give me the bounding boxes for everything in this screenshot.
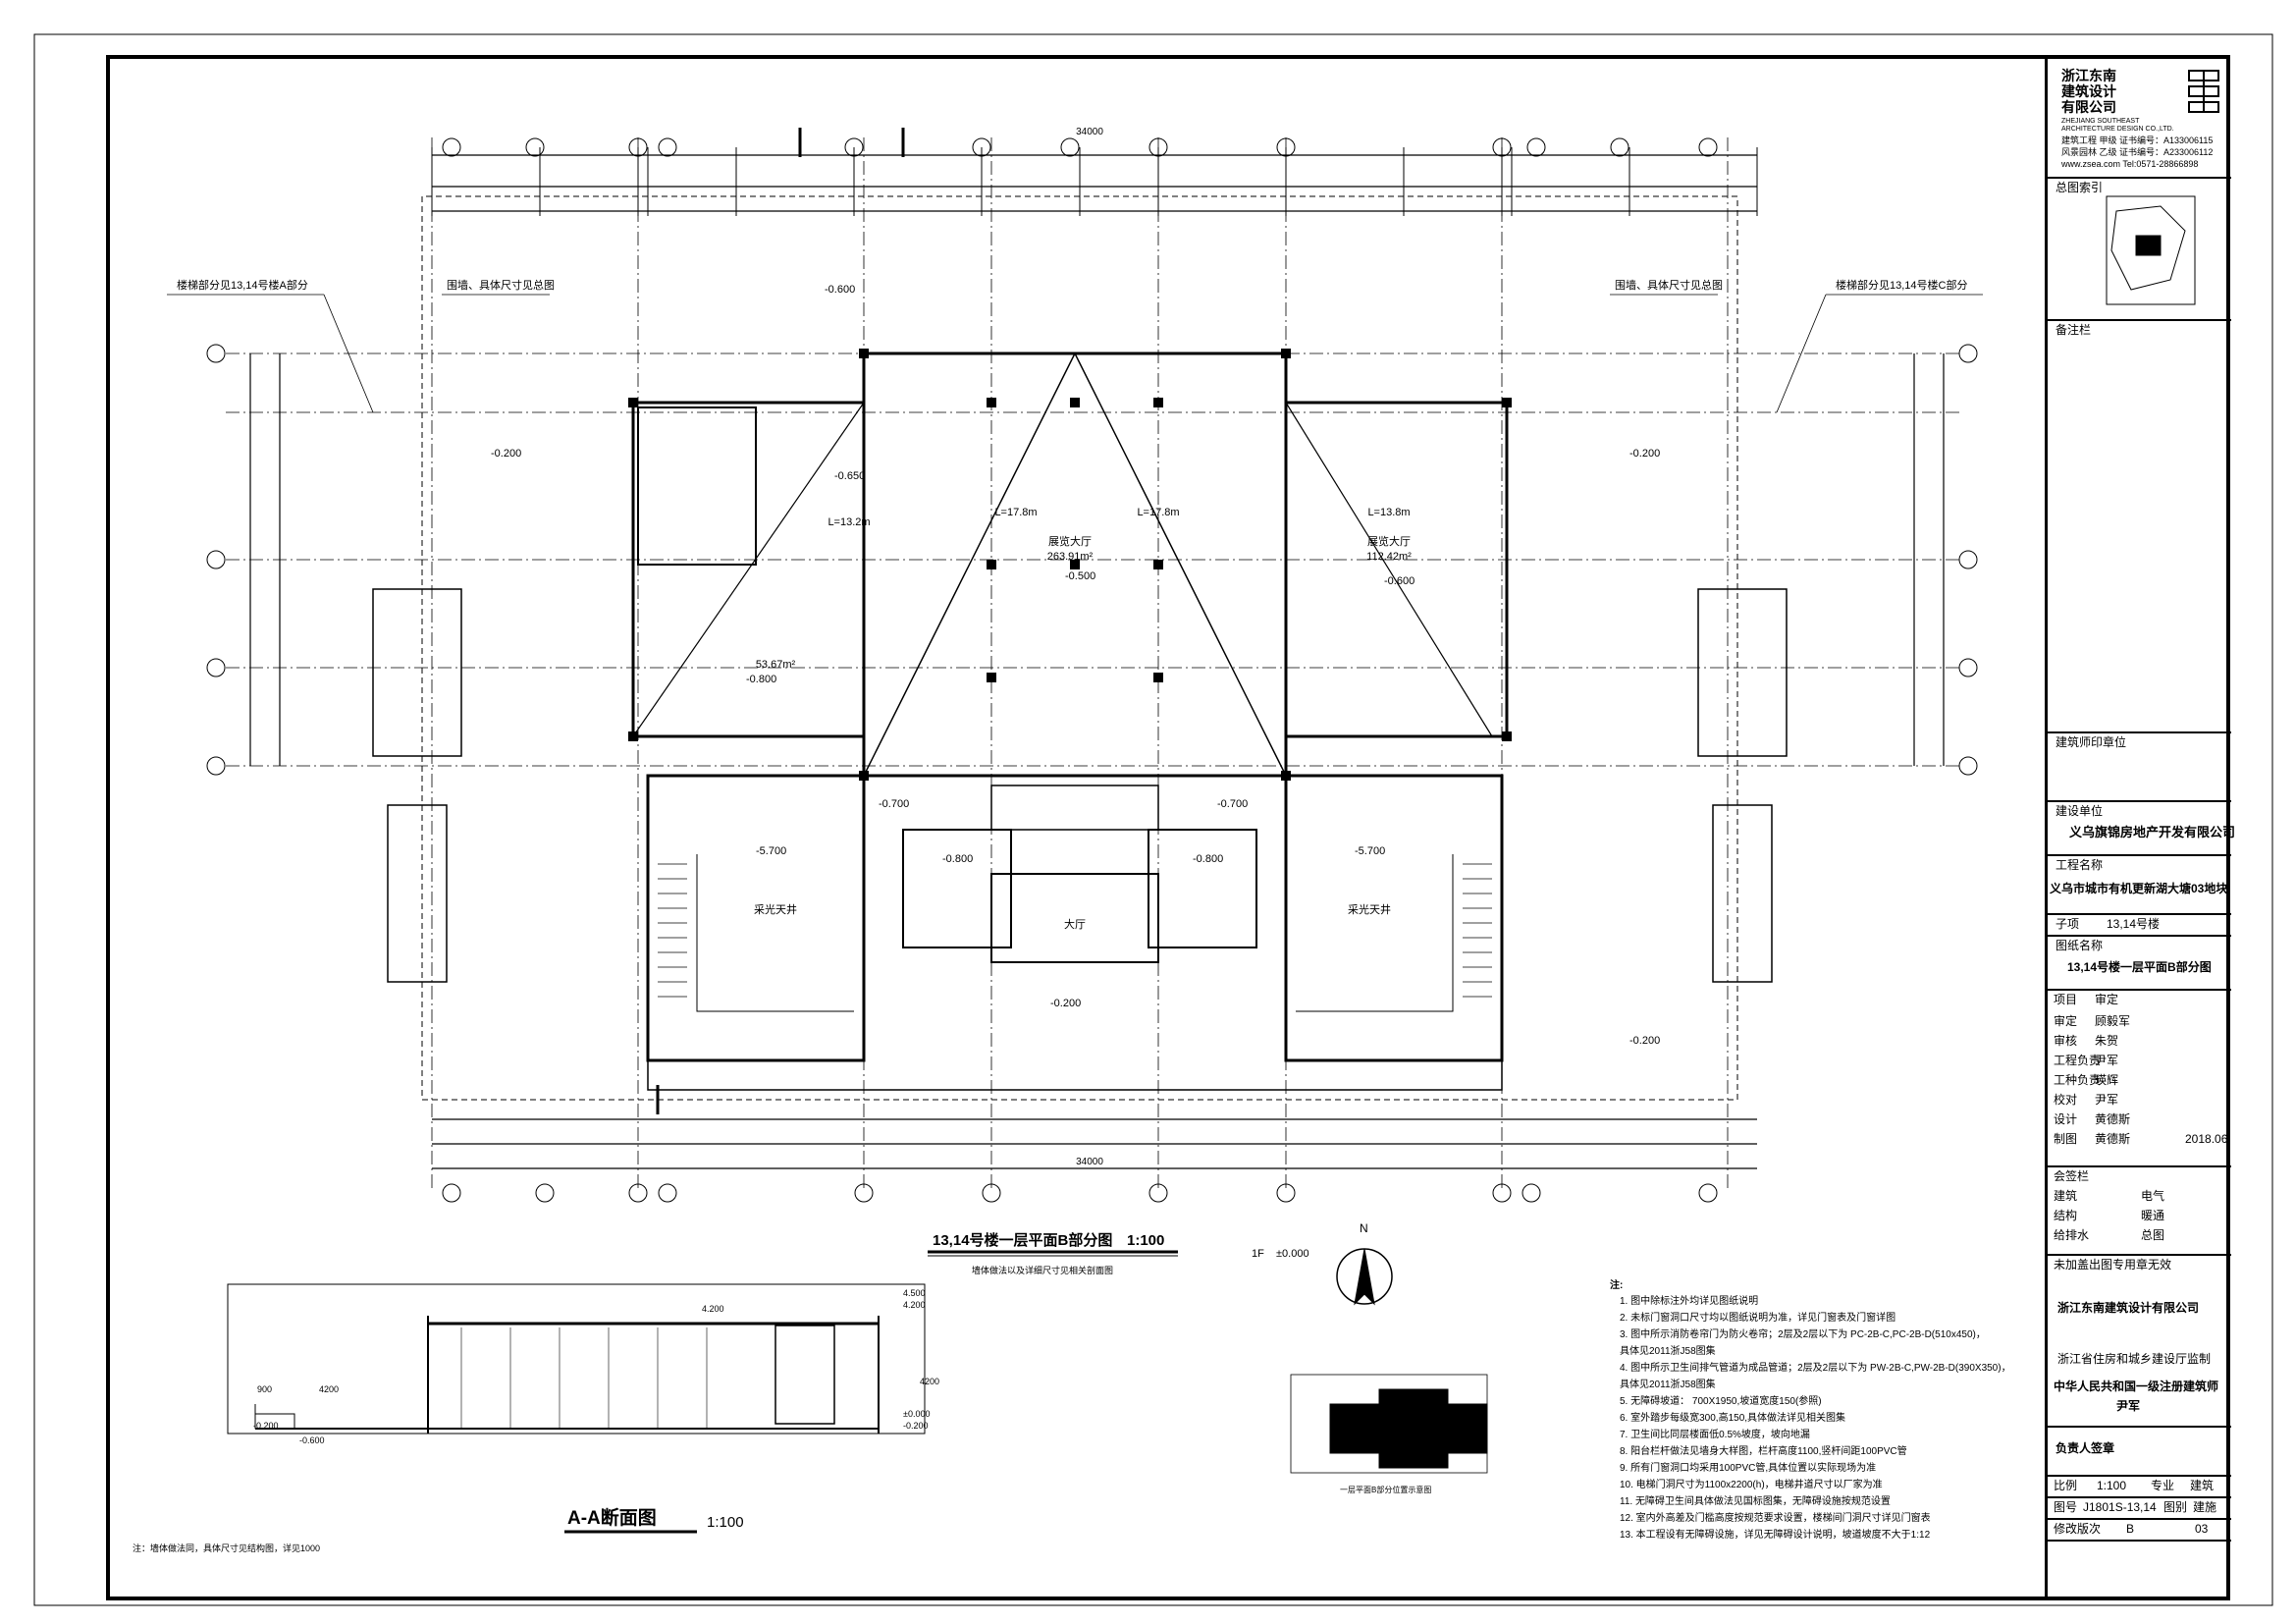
callout-left: 楼梯部分见13,14号楼A部分 xyxy=(177,278,308,292)
svg-text:具体见2011浙J58图集: 具体见2011浙J58图集 xyxy=(1620,1344,1716,1357)
svg-text:5. 无障碍坡道： 700X1950,坡道宽度150(参照): 5. 无障碍坡道： 700X1950,坡道宽度150(参照) xyxy=(1620,1394,1822,1407)
plan-subtitle: 墙体做法以及详细尺寸见相关剖面图 xyxy=(972,1265,1113,1275)
level-5: -5.700 xyxy=(756,845,786,857)
section-title: A-A断面图 xyxy=(567,1506,657,1529)
room-area-right: 112.42m² xyxy=(1366,551,1412,563)
version-row: 修改版次 B 03 xyxy=(2048,1518,2231,1542)
lightwell-right: 采光天井 xyxy=(1348,902,1391,916)
level-13: -5.700 xyxy=(1355,845,1385,857)
callout-wall-left: 围墙、具体尺寸见总图 xyxy=(447,278,555,292)
level-11: -0.600 xyxy=(1384,575,1415,587)
section-footnote: 注：墙体做法同，具体尺寸见结构图，详见1000 xyxy=(133,1543,320,1553)
plan-scale: 1:100 xyxy=(1127,1232,1164,1249)
length-2: L=17.8m xyxy=(1137,507,1179,518)
svg-text:900: 900 xyxy=(257,1384,272,1394)
svg-text:8. 阳台栏杆做法见墙身大样图，栏杆高度1100,竖杆间距1: 8. 阳台栏杆做法见墙身大样图，栏杆高度1100,竖杆间距100PVC管 xyxy=(1620,1444,1907,1457)
level-8: -0.650 xyxy=(834,470,865,482)
key-plan-diagram xyxy=(1290,1374,1488,1474)
svg-text:4.500: 4.500 xyxy=(903,1288,926,1298)
svg-text:注:: 注: xyxy=(1610,1278,1623,1291)
level-9: -0.200 xyxy=(1050,998,1081,1009)
client-cell: 建设单位 义乌旗锦房地产开发有限公司 xyxy=(2048,800,2235,856)
company-logo-icon xyxy=(2188,70,2219,113)
section-drawing xyxy=(227,1283,926,1435)
svg-text:±0.000: ±0.000 xyxy=(903,1409,930,1419)
architect-seal-cell: 建筑师印章位 xyxy=(2048,731,2231,802)
company-block: 浙江东南 建筑设计 有限公司 ZHEJIANG SOUTHEAST ARCHIT… xyxy=(2048,59,2231,179)
level-3: -0.500 xyxy=(1065,570,1095,582)
svg-text:4. 图中所示卫生间排气管道为成品管道；2层及2层以下为 P: 4. 图中所示卫生间排气管道为成品管道；2层及2层以下为 PW-2B-C,PW-… xyxy=(1620,1361,2011,1374)
level-1: -0.200 xyxy=(491,448,521,460)
sheet-border-inner xyxy=(106,55,2230,1600)
length-3: L=13.8m xyxy=(1367,507,1410,518)
room-area-hall: 263.91m² xyxy=(1047,551,1094,563)
level-7: -0.800 xyxy=(942,853,973,865)
svg-text:13. 本工程设有无障碍设施，详见无障碍设计说明，坡道坡度不: 13. 本工程设有无障碍设施，详见无障碍设计说明，坡道坡度不大于1:12 xyxy=(1620,1528,1931,1541)
svg-text:4200: 4200 xyxy=(319,1384,339,1394)
level-12: -0.800 xyxy=(1193,853,1223,865)
total-dim-top: 34000 xyxy=(1076,127,1103,137)
svg-text:具体见2011浙J58图集: 具体见2011浙J58图集 xyxy=(1620,1378,1716,1390)
svg-text:6. 室外踏步每级宽300,高150,具体做法详见相关图集: 6. 室外踏步每级宽300,高150,具体做法详见相关图集 xyxy=(1620,1411,1845,1424)
room-lobby: 大厅 xyxy=(1064,917,1086,931)
level-4: -0.800 xyxy=(746,674,776,685)
lightwell-left: 采光天井 xyxy=(754,902,797,916)
svg-text:-0.200: -0.200 xyxy=(903,1421,929,1431)
total-dim-bottom: 34000 xyxy=(1076,1157,1103,1167)
room-name-hall: 展览大厅 xyxy=(1048,534,1092,548)
callout-right: 楼梯部分见13,14号楼C部分 xyxy=(1836,278,1967,292)
svg-text:-0.600: -0.600 xyxy=(299,1435,325,1445)
plan-title: 13,14号楼一层平面B部分图 xyxy=(933,1231,1112,1249)
signature-table: 项目 审定 审定 顾毅军 审核 朱贺 工程负责 尹军 工种负责 瑛辉 校对 尹军… xyxy=(2048,989,2231,1167)
level-marker-value: ±0.000 xyxy=(1276,1248,1309,1260)
svg-text:3. 图中所示消防卷帘门为防火卷帘；2层及2层以下为 PC-: 3. 图中所示消防卷帘门为防火卷帘；2层及2层以下为 PC-2B-C,PC-2B… xyxy=(1620,1327,1986,1340)
responsible-sign-cell: 负责人签章 xyxy=(2048,1426,2231,1477)
callout-wall-right: 围墙、具体尺寸见总图 xyxy=(1615,278,1723,292)
north-arrow-icon xyxy=(1336,1248,1393,1306)
level-6: -0.700 xyxy=(879,798,909,810)
length-4: L=13.2m xyxy=(828,516,870,528)
key-plan-cell: 总图索引 xyxy=(2048,177,2231,321)
drawing-no-row: 图号 J1801S-13,14 图别 建施 xyxy=(2048,1496,2231,1520)
section-labels: 4.500 4.200 4.200 ±0.000 -0.200 -0.600 -… xyxy=(253,1288,939,1445)
svg-text:4.200: 4.200 xyxy=(702,1304,724,1314)
level-15: -0.200 xyxy=(1629,1035,1660,1047)
drawing-name-cell: 图纸名称 13,14号楼一层平面B部分图 xyxy=(2048,935,2231,991)
level-marker-label: 1F xyxy=(1252,1248,1264,1260)
project-cell: 工程名称 义乌市城市有机更新湖大塘03地块 xyxy=(2048,854,2231,915)
svg-text:4200: 4200 xyxy=(920,1377,939,1386)
svg-text:12. 室内外高差及门槛高度按规范要求设置，楼梯间门洞尺寸详: 12. 室内外高差及门槛高度按规范要求设置，楼梯间门洞尺寸详见门窗表 xyxy=(1620,1511,1931,1524)
plan-labels: 263.91m² 展览大厅 112.42m² 展览大厅 53.67m² 采光天井… xyxy=(177,127,1967,1275)
svg-text:11. 无障碍卫生间具体做法见国标图集，无障碍设施按规范设置: 11. 无障碍卫生间具体做法见国标图集，无障碍设施按规范设置 xyxy=(1620,1494,1891,1507)
subitem-cell: 子项 13,14号楼 xyxy=(2048,913,2231,937)
floor-plan xyxy=(167,128,1983,1203)
level-10: -0.200 xyxy=(1629,448,1660,460)
general-notes: 注: 1. 图中除标注外均详见图纸说明 2. 未标门窗洞口尺寸均以图纸说明为准，… xyxy=(1610,1278,2011,1541)
svg-text:10. 电梯门洞尺寸为1100x2200(h)，电梯井道尺寸: 10. 电梯门洞尺寸为1100x2200(h)，电梯井道尺寸以厂家为准 xyxy=(1620,1478,1883,1490)
svg-text:9. 所有门窗洞口均采用100PVC管,具体位置以实际现场为: 9. 所有门窗洞口均采用100PVC管,具体位置以实际现场为准 xyxy=(1620,1461,1876,1474)
north-label: N xyxy=(1360,1221,1368,1235)
sheet-border-outer xyxy=(33,33,2273,1606)
scale-row: 比例 1:100 专业 建筑 xyxy=(2048,1475,2231,1498)
key-plan-label: 一层平面B部分位置示意图 xyxy=(1340,1485,1431,1494)
room-area-left: 53.67m² xyxy=(756,659,796,671)
room-name-right: 展览大厅 xyxy=(1367,534,1411,548)
svg-text:7. 卫生间比同层楼面低0.5%坡度，坡向地漏: 7. 卫生间比同层楼面低0.5%坡度，坡向地漏 xyxy=(1620,1428,1810,1440)
title-block: 浙江东南 建筑设计 有限公司 ZHEJIANG SOUTHEAST ARCHIT… xyxy=(2045,59,2235,1597)
svg-text:2. 未标门窗洞口尺寸均以图纸说明为准，详见门窗表及门窗详图: 2. 未标门窗洞口尺寸均以图纸说明为准，详见门窗表及门窗详图 xyxy=(1620,1311,1896,1324)
section-scale: 1:100 xyxy=(707,1514,744,1531)
countersign-cell: 会签栏 建筑 电气 结构 暖通 给排水 总图 xyxy=(2048,1165,2231,1256)
key-plan-thumbnail xyxy=(2106,195,2196,305)
level-2: -0.600 xyxy=(825,284,855,296)
level-14: -0.700 xyxy=(1217,798,1248,810)
remarks-cell: 备注栏 xyxy=(2048,319,2231,733)
stamp-cell: 未加盖出图专用章无效 浙江东南建筑设计有限公司 浙江省住房和城乡建设厅监制 中华… xyxy=(2048,1254,2231,1428)
svg-text:1. 图中除标注外均详见图纸说明: 1. 图中除标注外均详见图纸说明 xyxy=(1620,1294,1758,1307)
length-1: L=17.8m xyxy=(994,507,1037,518)
svg-text:-0.200: -0.200 xyxy=(253,1421,279,1431)
svg-text:4.200: 4.200 xyxy=(903,1300,926,1310)
